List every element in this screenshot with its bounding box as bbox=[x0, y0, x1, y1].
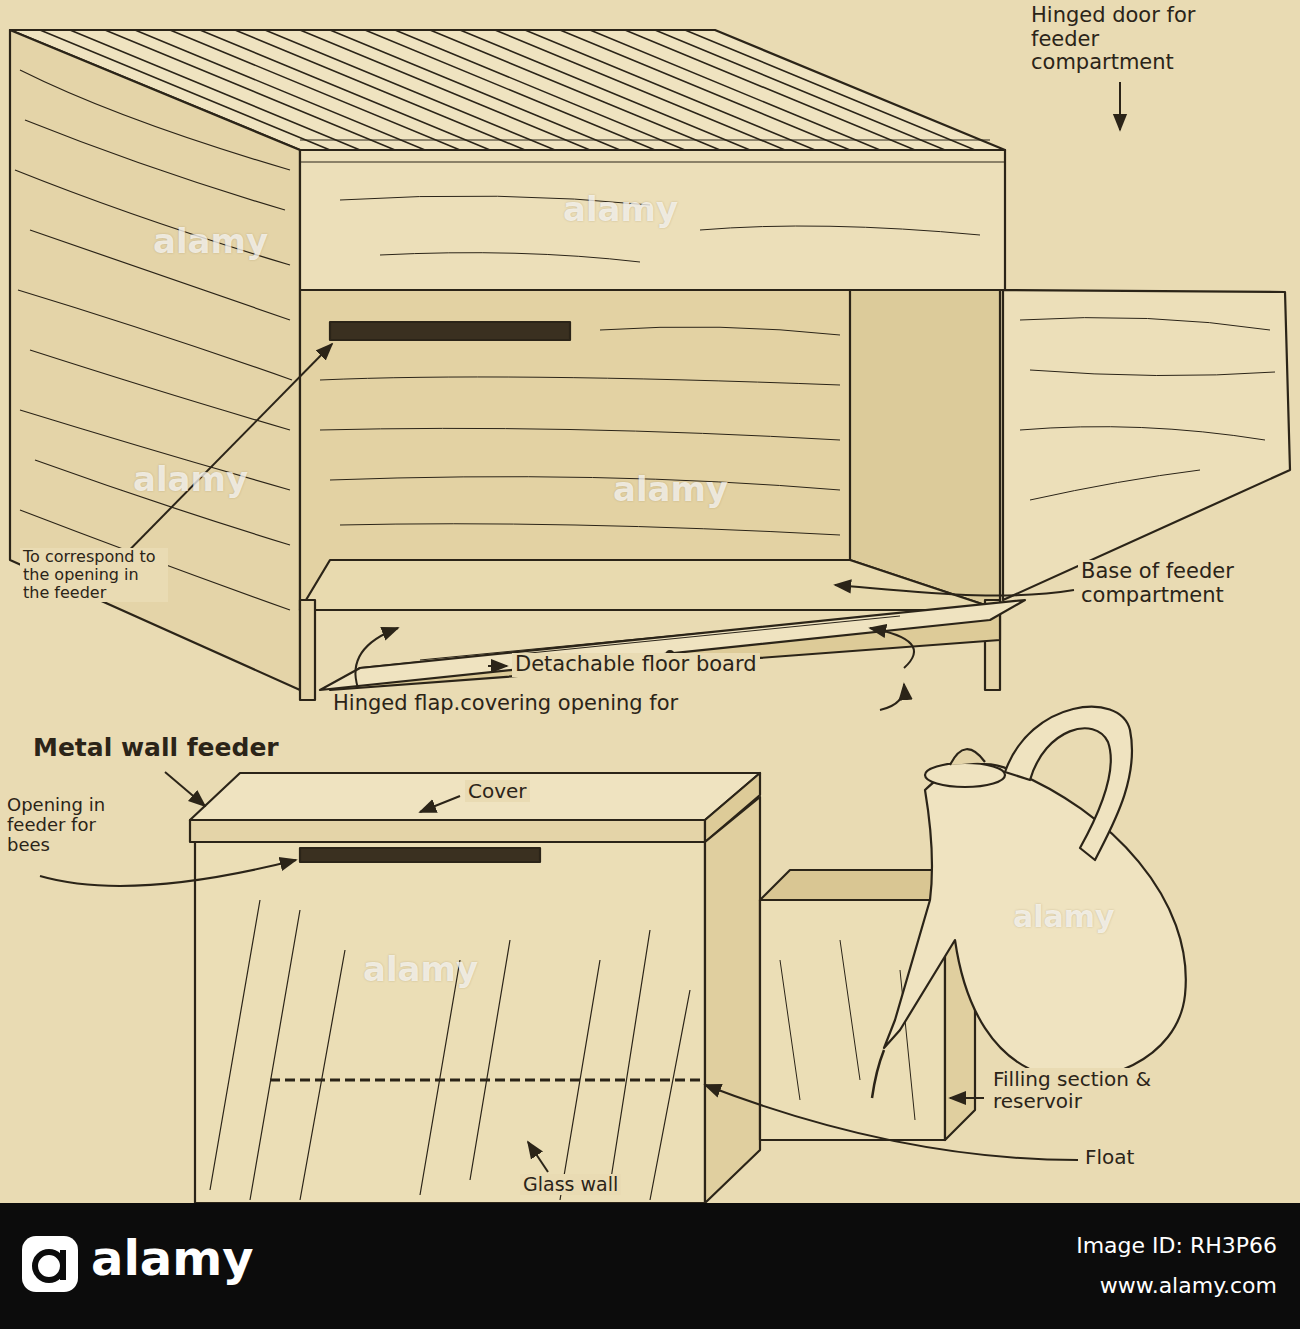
leader-lines bbox=[100, 344, 332, 580]
bee-opening bbox=[300, 848, 540, 862]
wall-feeder bbox=[190, 773, 760, 820]
callout-label: Detachable floor board bbox=[512, 653, 760, 677]
leader-lines bbox=[355, 628, 398, 688]
logo-icon bbox=[22, 1236, 78, 1292]
leader-lines bbox=[40, 860, 296, 886]
leader-lines bbox=[165, 772, 205, 806]
callout-label: To correspond to the opening in the feed… bbox=[20, 548, 168, 602]
watermark: alamy bbox=[610, 470, 731, 508]
callout-label: Glass wall bbox=[520, 1174, 621, 1195]
hive bbox=[300, 150, 1005, 290]
pour-stream bbox=[872, 1050, 884, 1098]
hive bbox=[320, 600, 1025, 690]
leader-lines bbox=[488, 665, 507, 667]
logo-icon bbox=[35, 1252, 63, 1280]
hive bbox=[10, 30, 300, 690]
callout-label: Base of feeder compartment bbox=[1078, 560, 1252, 607]
watermark: alamy bbox=[360, 950, 481, 988]
jug bbox=[884, 764, 1186, 1079]
callout-label: Hinged flap.covering opening for bbox=[330, 692, 681, 716]
figure-title: Metal wall feeder bbox=[30, 734, 282, 762]
callout-label: Cover bbox=[465, 780, 530, 802]
hive bbox=[1003, 290, 1290, 600]
hive bbox=[850, 290, 1000, 610]
hive bbox=[10, 30, 1290, 700]
watermark: alamy bbox=[560, 190, 681, 228]
logo-icon bbox=[60, 1250, 66, 1280]
leader-lines bbox=[528, 1142, 548, 1172]
wall-feeder bbox=[190, 820, 705, 842]
hive bbox=[300, 161, 1005, 162]
wood-grain bbox=[320, 327, 840, 535]
leader-lines bbox=[835, 585, 1074, 596]
leader-lines bbox=[950, 1097, 984, 1099]
top-bars bbox=[300, 140, 990, 141]
door-grain bbox=[1020, 318, 1275, 500]
jug bbox=[925, 763, 1005, 787]
wood-grain bbox=[15, 70, 292, 610]
leader-lines bbox=[880, 684, 904, 710]
site-url: www.alamy.com bbox=[1097, 1274, 1280, 1299]
watermark: alamy bbox=[150, 222, 271, 260]
feeder-slot bbox=[330, 322, 570, 340]
wall-feeder bbox=[190, 773, 975, 1203]
callout-label: Filling section & reservoir bbox=[990, 1068, 1164, 1113]
jug bbox=[1005, 707, 1132, 860]
glass-hatch bbox=[210, 900, 690, 1200]
callout-label: Hinged door for feeder compartment bbox=[1028, 4, 1212, 75]
callout-label: Opening in feeder for bees bbox=[4, 795, 114, 855]
jug bbox=[872, 707, 1186, 1098]
watermark: alamy bbox=[1010, 900, 1118, 934]
wall-feeder bbox=[195, 842, 705, 1203]
leader-lines bbox=[1119, 82, 1121, 130]
logo-icon bbox=[22, 1236, 78, 1292]
jug bbox=[950, 749, 985, 765]
leader-lines bbox=[420, 796, 460, 812]
wall-feeder bbox=[705, 797, 760, 1203]
wood-grain bbox=[15, 70, 292, 610]
watermark: alamy bbox=[130, 460, 251, 498]
wall-feeder bbox=[760, 900, 945, 1140]
image-id: Image ID: RH3P66 bbox=[1073, 1234, 1280, 1259]
hive bbox=[300, 600, 315, 700]
logo-text: alamy bbox=[88, 1232, 257, 1286]
hive bbox=[300, 560, 1000, 610]
wood-grain bbox=[320, 327, 840, 535]
leader-lines bbox=[870, 628, 914, 668]
credit-bar bbox=[0, 1203, 1300, 1329]
door-grain bbox=[1020, 318, 1275, 500]
leader-lines bbox=[40, 82, 1120, 1172]
glass-hatch bbox=[210, 900, 690, 1200]
float-line bbox=[270, 1079, 700, 1082]
callout-label: Float bbox=[1082, 1146, 1137, 1168]
hive bbox=[300, 290, 1000, 610]
